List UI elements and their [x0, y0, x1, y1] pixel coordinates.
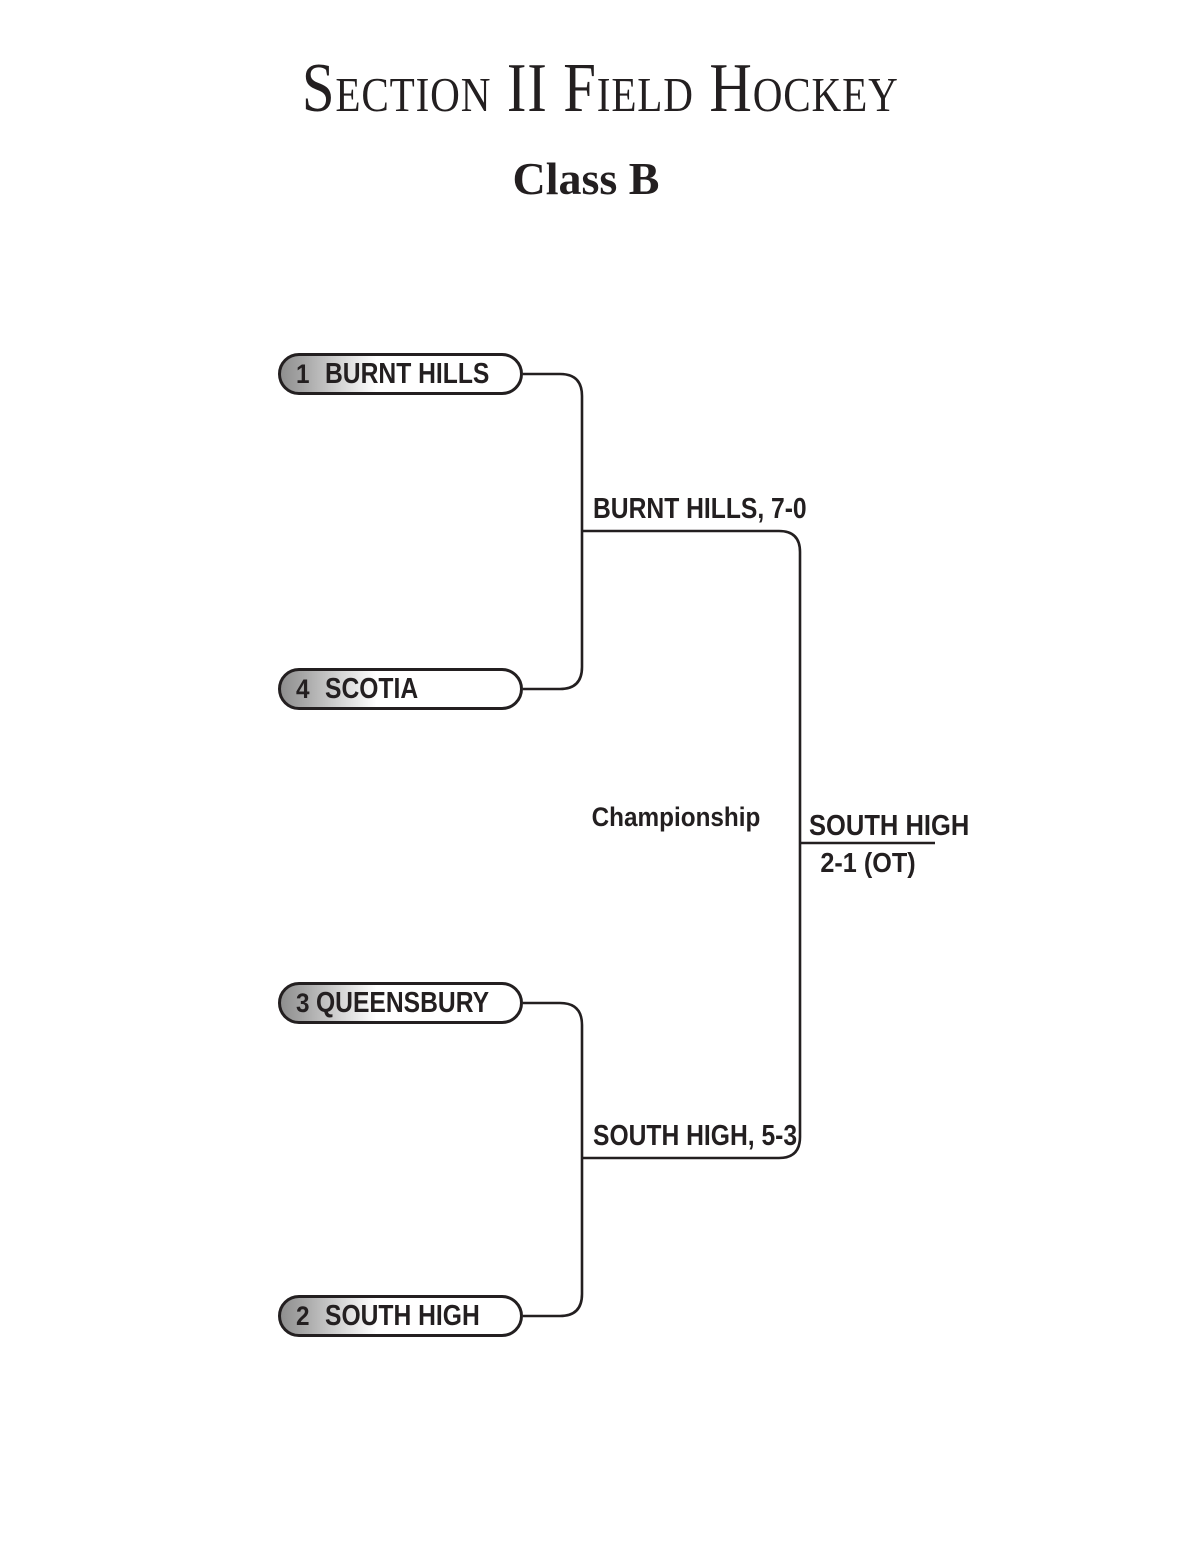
- page-title: Section II Field Hockey: [0, 54, 1200, 124]
- team-name: SOUTH HIGH: [325, 1299, 480, 1332]
- semifinal-result-bottom: SOUTH HIGH, 5-3: [593, 1120, 798, 1152]
- team-pill-south-high: 2 SOUTH HIGH: [278, 1295, 523, 1337]
- team-name: BURNT HILLS: [325, 357, 490, 390]
- championship-label: Championship: [591, 802, 761, 832]
- connector-top-pair: [523, 372, 584, 691]
- page-subtitle: Class B: [512, 153, 660, 204]
- team-name: SCOTIA: [325, 672, 419, 705]
- seed-badge: 3: [296, 987, 310, 1018]
- semifinal-result-top: BURNT HILLS, 7-0: [593, 493, 807, 525]
- team-pill-scotia: 4 SCOTIA: [278, 668, 523, 710]
- team-pill-queensbury: 3 QUEENSBURY: [278, 982, 523, 1024]
- champion-score: 2-1 (OT): [820, 847, 916, 878]
- seed-badge: 1: [296, 358, 310, 389]
- connector-final: [582, 529, 802, 1160]
- team-pill-burnt-hills: 1 BURNT HILLS: [278, 353, 523, 395]
- page-title-text: Section II Field Hockey: [301, 50, 899, 127]
- seed-badge: 2: [296, 1300, 310, 1331]
- seed-badge: 4: [296, 673, 310, 704]
- champion-name: SOUTH HIGH: [809, 810, 970, 842]
- team-name: QUEENSBURY: [316, 986, 490, 1019]
- connector-bottom-pair: [523, 1001, 584, 1318]
